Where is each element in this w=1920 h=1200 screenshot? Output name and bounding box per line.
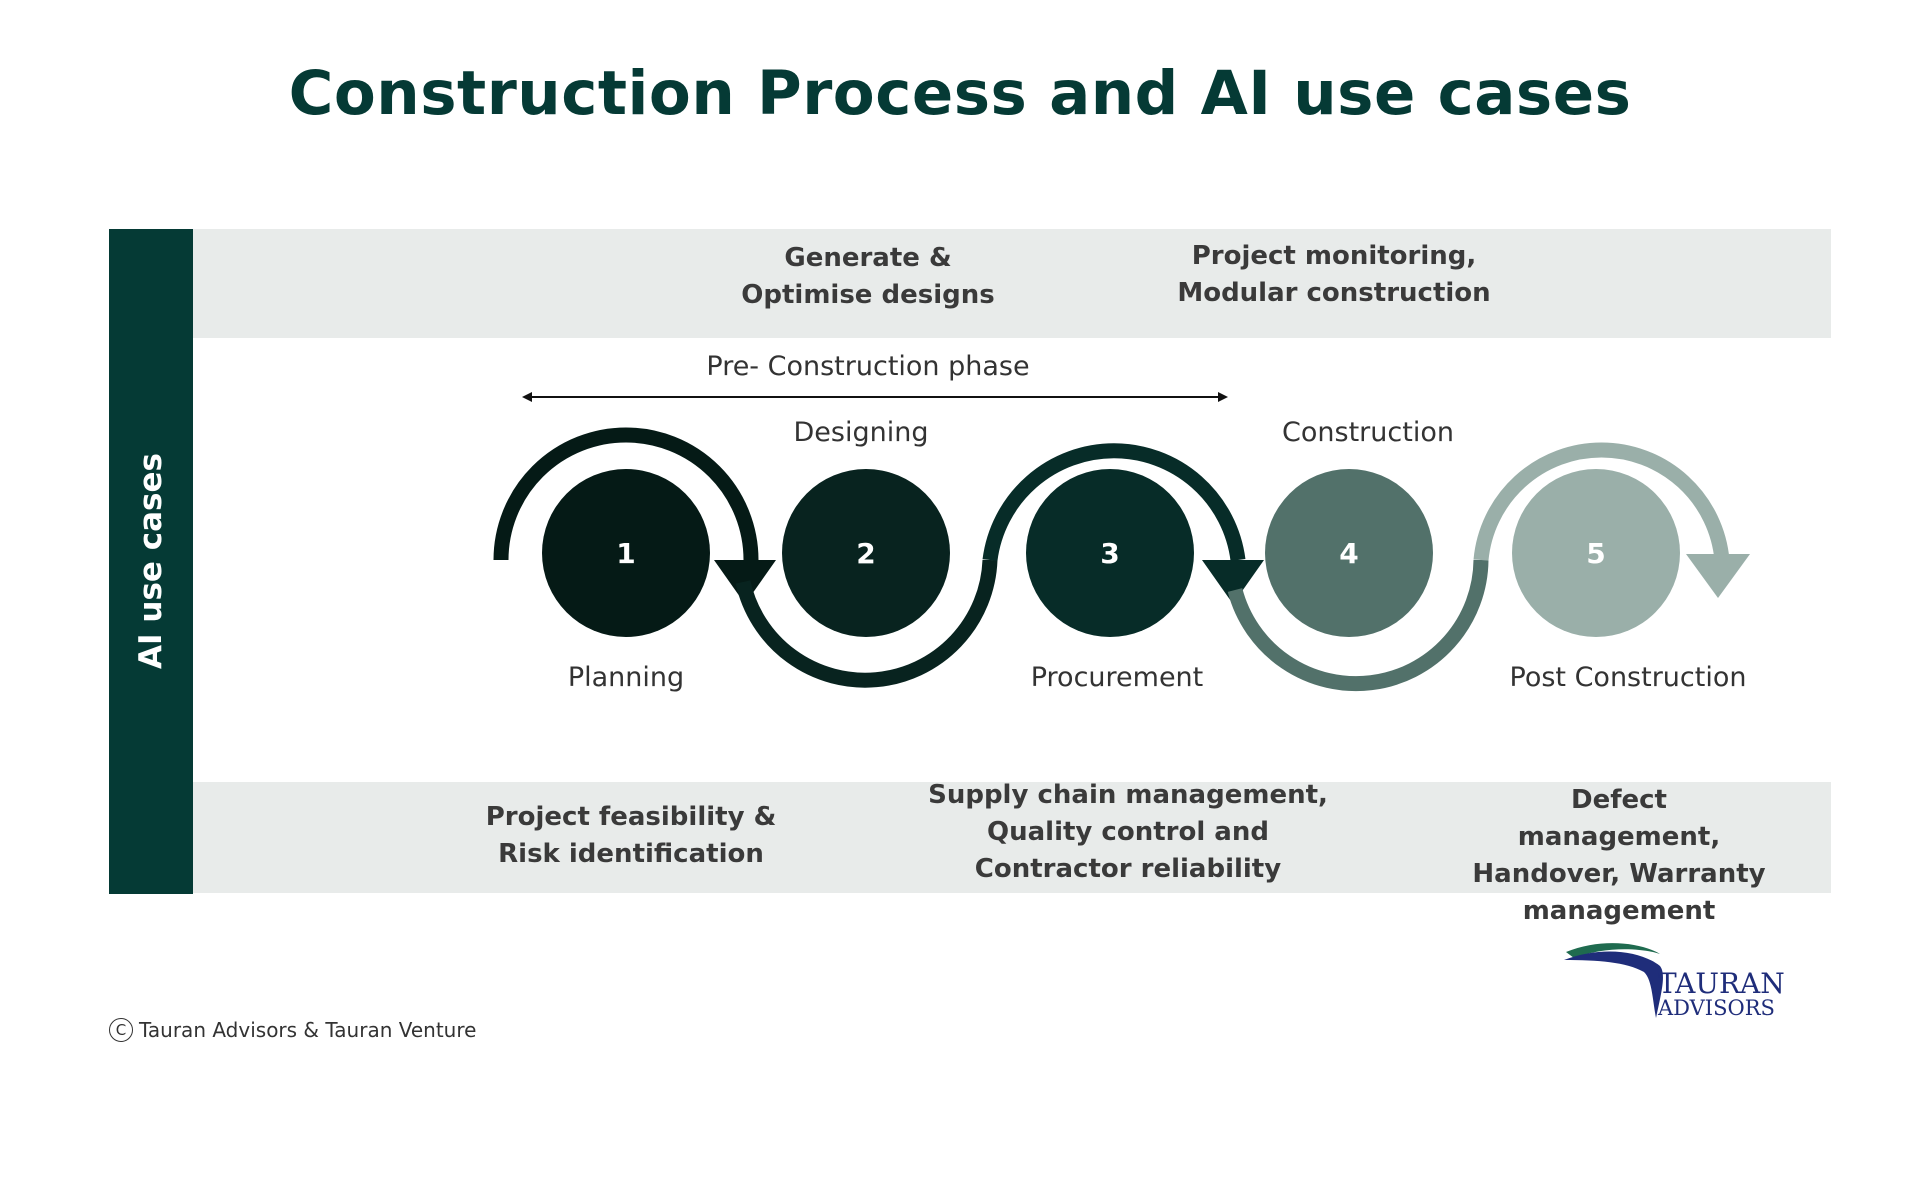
stage-label-planning: Planning <box>567 662 685 693</box>
stage-label-construction: Construction <box>1282 417 1454 448</box>
top-use-case-band <box>193 229 1831 338</box>
step-number-1: 1 <box>616 537 635 570</box>
stage-label-designing: Designing <box>793 417 929 448</box>
ai-use-cases-sidebar <box>109 229 193 894</box>
step-number-5: 5 <box>1586 537 1605 570</box>
tauran-logo-mark <box>1564 943 1663 1018</box>
flow-arrowhead-5 <box>1686 554 1750 598</box>
stage-label-procurement: Procurement <box>1030 662 1204 693</box>
flow-arrowhead-3 <box>1202 560 1264 604</box>
step-circle-3 <box>1026 469 1194 637</box>
stage-label-post-construction: Post Construction <box>1509 662 1747 693</box>
bottom-use-case-band <box>193 782 1831 893</box>
flow-arc-4 <box>1227 559 1489 692</box>
phase-span-arrow <box>522 392 1228 402</box>
flow-arc-5 <box>1473 442 1730 561</box>
logo-text-advisors: ADVISORS <box>1658 996 1775 1020</box>
use-case-feasibility: Project feasibility & Risk identificatio… <box>485 802 777 869</box>
step-circle-4 <box>1265 469 1433 637</box>
use-case-defect: Defect management, Handover, Warranty ma… <box>1472 785 1766 926</box>
copyright-notice: C Tauran Advisors & Tauran Venture <box>109 1018 476 1042</box>
copyright-text: Tauran Advisors & Tauran Venture <box>139 1018 477 1042</box>
step-circle-1 <box>542 469 710 637</box>
step-number-4: 4 <box>1339 537 1358 570</box>
copyright-icon: C <box>109 1018 133 1042</box>
use-case-supply-chain: Supply chain management, Quality control… <box>928 780 1328 884</box>
flow-arc-2 <box>735 559 998 688</box>
logo-text-tauran: TAURAN <box>1658 967 1785 1000</box>
use-case-monitoring: Project monitoring, Modular construction <box>1177 241 1491 308</box>
step-number-2: 2 <box>856 537 875 570</box>
flow-arc-3 <box>982 443 1246 561</box>
step-circle-5 <box>1512 469 1680 637</box>
page-title: Construction Process and AI use cases <box>288 58 1632 129</box>
use-case-design: Generate & Optimise designs <box>741 243 995 310</box>
step-number-3: 3 <box>1100 537 1119 570</box>
flow-arc-1 <box>493 427 759 561</box>
pre-construction-phase-label: Pre- Construction phase <box>706 351 1030 382</box>
step-circle-2 <box>782 469 950 637</box>
